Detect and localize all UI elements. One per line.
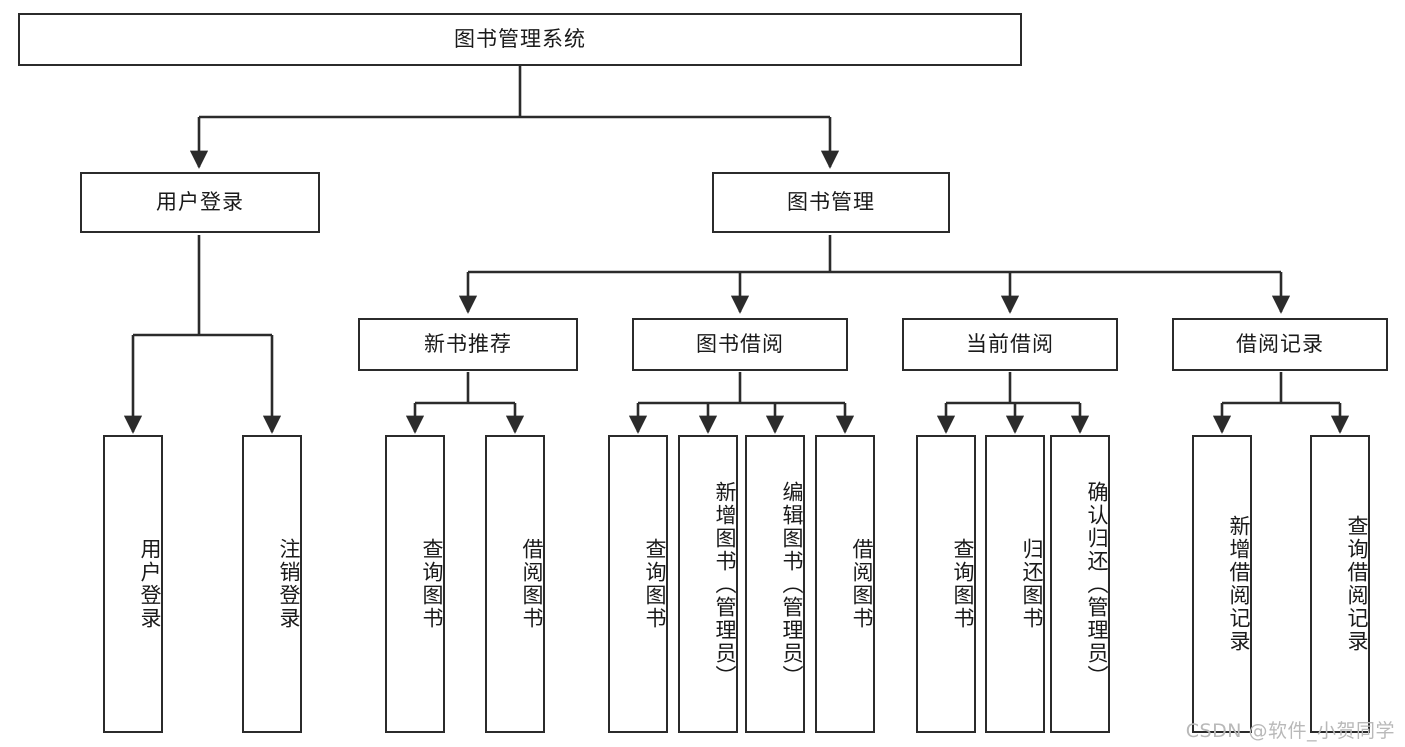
node-leaf-label: 编辑图书（管理员） [780,480,804,688]
node-leaf-new-book-borrow[interactable]: 借阅图书 [485,435,545,733]
node-user-login[interactable]: 用户登录 [80,172,320,233]
node-leaf-book-borrow-borrow[interactable]: 借阅图书 [815,435,875,733]
node-leaf-book-borrow-edit[interactable]: 编辑图书（管理员） [745,435,805,733]
node-leaf-label: 查询图书 [420,538,444,630]
node-leaf-label: 用户登录 [138,538,162,630]
node-leaf-user-login-login[interactable]: 用户登录 [103,435,163,733]
node-leaf-label: 借阅图书 [850,538,874,630]
node-borrow-record-label: 借阅记录 [1236,331,1324,356]
node-leaf-label: 新增图书（管理员） [713,480,737,688]
node-leaf-current-borrow-return[interactable]: 归还图书 [985,435,1045,733]
node-leaf-label: 新增借阅记录 [1227,515,1251,653]
node-leaf-borrow-record-query[interactable]: 查询借阅记录 [1310,435,1370,733]
node-user-login-label: 用户登录 [156,189,244,214]
node-current-borrow-label: 当前借阅 [966,331,1054,356]
csdn-watermark: CSDN @软件_小贺同学 [1185,720,1395,742]
node-leaf-label: 借阅图书 [520,538,544,630]
node-book-borrow-label: 图书借阅 [696,331,784,356]
node-leaf-book-borrow-query[interactable]: 查询图书 [608,435,668,733]
node-leaf-book-borrow-add[interactable]: 新增图书（管理员） [678,435,738,733]
node-leaf-label: 查询图书 [951,538,975,630]
node-book-manage[interactable]: 图书管理 [712,172,950,233]
node-root-system[interactable]: 图书管理系统 [18,13,1022,66]
node-borrow-record[interactable]: 借阅记录 [1172,318,1388,371]
node-leaf-user-login-logout[interactable]: 注销登录 [242,435,302,733]
node-leaf-current-borrow-confirm[interactable]: 确认归还（管理员） [1050,435,1110,733]
node-leaf-label: 注销登录 [277,538,301,630]
node-leaf-new-book-query[interactable]: 查询图书 [385,435,445,733]
node-leaf-label: 查询图书 [643,538,667,630]
node-book-manage-label: 图书管理 [787,189,875,214]
node-current-borrow[interactable]: 当前借阅 [902,318,1118,371]
node-new-book-rec[interactable]: 新书推荐 [358,318,578,371]
node-root-system-label: 图书管理系统 [454,26,586,51]
node-new-book-rec-label: 新书推荐 [424,331,512,356]
node-leaf-label: 归还图书 [1020,538,1044,630]
node-book-borrow[interactable]: 图书借阅 [632,318,848,371]
node-leaf-label: 查询借阅记录 [1345,515,1369,653]
node-leaf-current-borrow-query[interactable]: 查询图书 [916,435,976,733]
node-leaf-borrow-record-add[interactable]: 新增借阅记录 [1192,435,1252,733]
node-leaf-label: 确认归还（管理员） [1085,480,1109,688]
